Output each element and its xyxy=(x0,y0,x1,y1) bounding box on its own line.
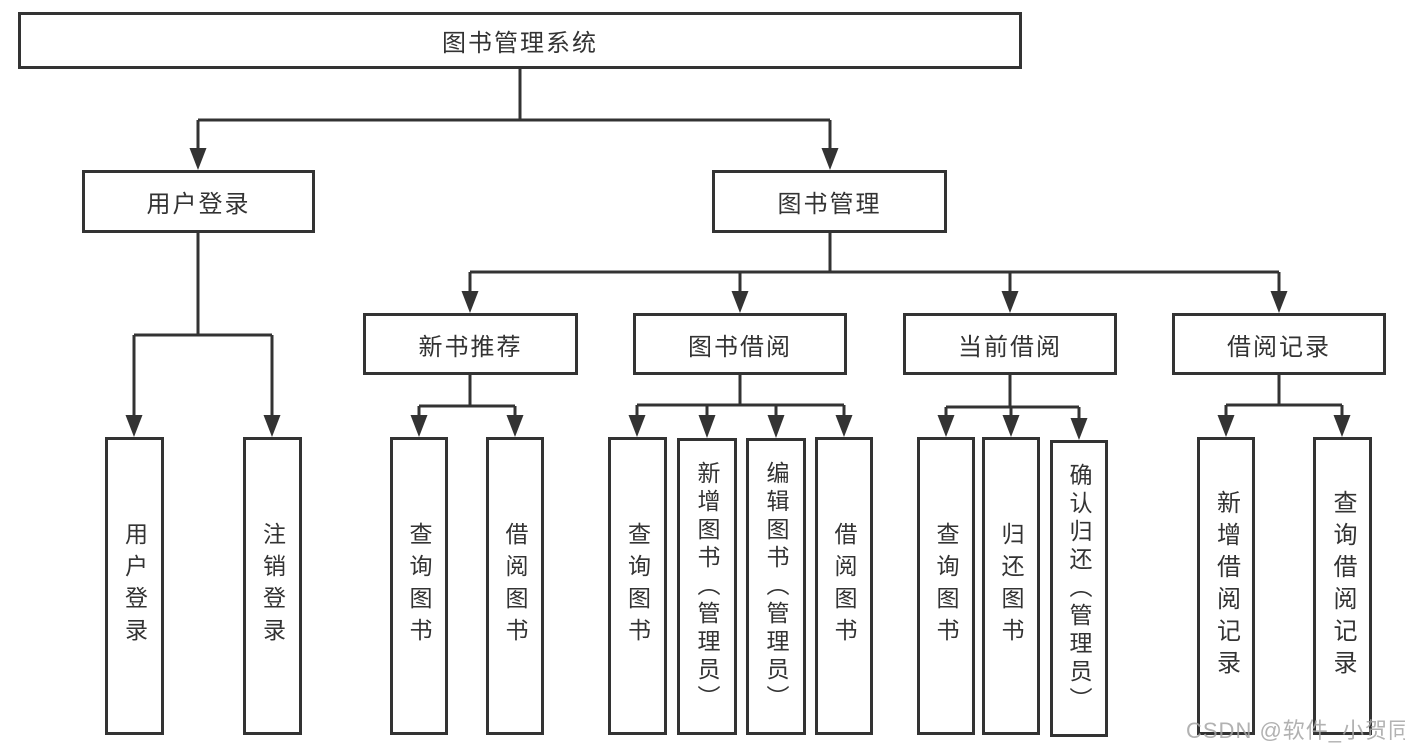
leaf-br-add-record-label: 新增借阅记录 xyxy=(1212,490,1240,682)
leaf-nb-query-book-label: 查询图书 xyxy=(406,522,432,650)
leaf-bb-edit-book-admin: 编辑图书（管理员） xyxy=(746,438,806,735)
leaf-cb-query-book: 查询图书 xyxy=(917,437,975,735)
leaf-br-query-record-label: 查询借阅记录 xyxy=(1329,490,1356,682)
leaf-user-login: 用户登录 xyxy=(105,437,164,735)
leaf-bb-borrow-book: 借阅图书 xyxy=(815,437,873,735)
leaf-br-add-record: 新增借阅记录 xyxy=(1197,437,1255,735)
node-root: 图书管理系统 xyxy=(18,12,1022,69)
node-book-borrow: 图书借阅 xyxy=(633,313,847,375)
node-borrow-record-label: 借阅记录 xyxy=(1227,333,1331,361)
node-current-borrow-label: 当前借阅 xyxy=(958,333,1062,361)
leaf-bb-query-book: 查询图书 xyxy=(608,437,667,735)
leaf-cb-confirm-return-admin-label: 确认归还（管理员） xyxy=(1066,462,1092,715)
leaf-cb-return-book: 归还图书 xyxy=(982,437,1040,735)
node-new-book-recommend-label: 新书推荐 xyxy=(418,333,523,361)
node-book-management: 图书管理 xyxy=(712,170,947,233)
leaf-cb-query-book-label: 查询图书 xyxy=(933,522,959,650)
node-book-borrow-label: 图书借阅 xyxy=(688,333,792,361)
node-user-login: 用户登录 xyxy=(82,170,315,233)
leaf-cb-confirm-return-admin: 确认归还（管理员） xyxy=(1050,440,1108,737)
leaf-bb-query-book-label: 查询图书 xyxy=(624,522,651,650)
leaf-user-login-label: 用户登录 xyxy=(121,522,148,650)
node-user-login-label: 用户登录 xyxy=(146,191,251,218)
node-borrow-record: 借阅记录 xyxy=(1172,313,1386,375)
leaf-cb-return-book-label: 归还图书 xyxy=(998,522,1024,650)
leaf-br-query-record: 查询借阅记录 xyxy=(1313,437,1372,735)
leaf-bb-borrow-book-label: 借阅图书 xyxy=(831,522,857,650)
node-new-book-recommend: 新书推荐 xyxy=(363,313,578,375)
leaf-logout: 注销登录 xyxy=(243,437,302,735)
csdn-watermark: CSDN @软件_小贺同学 xyxy=(1186,718,1405,743)
leaf-nb-query-book: 查询图书 xyxy=(390,437,448,735)
leaf-logout-label: 注销登录 xyxy=(259,522,286,650)
node-root-label: 图书管理系统 xyxy=(442,30,598,57)
node-current-borrow: 当前借阅 xyxy=(903,313,1117,375)
node-book-management-label: 图书管理 xyxy=(777,191,882,218)
leaf-bb-edit-book-admin-label: 编辑图书（管理员） xyxy=(763,460,789,713)
leaf-nb-borrow-book: 借阅图书 xyxy=(486,437,544,735)
leaf-bb-add-book-admin: 新增图书（管理员） xyxy=(677,438,737,735)
leaf-bb-add-book-admin-label: 新增图书（管理员） xyxy=(694,460,720,713)
leaf-nb-borrow-book-label: 借阅图书 xyxy=(502,522,528,650)
